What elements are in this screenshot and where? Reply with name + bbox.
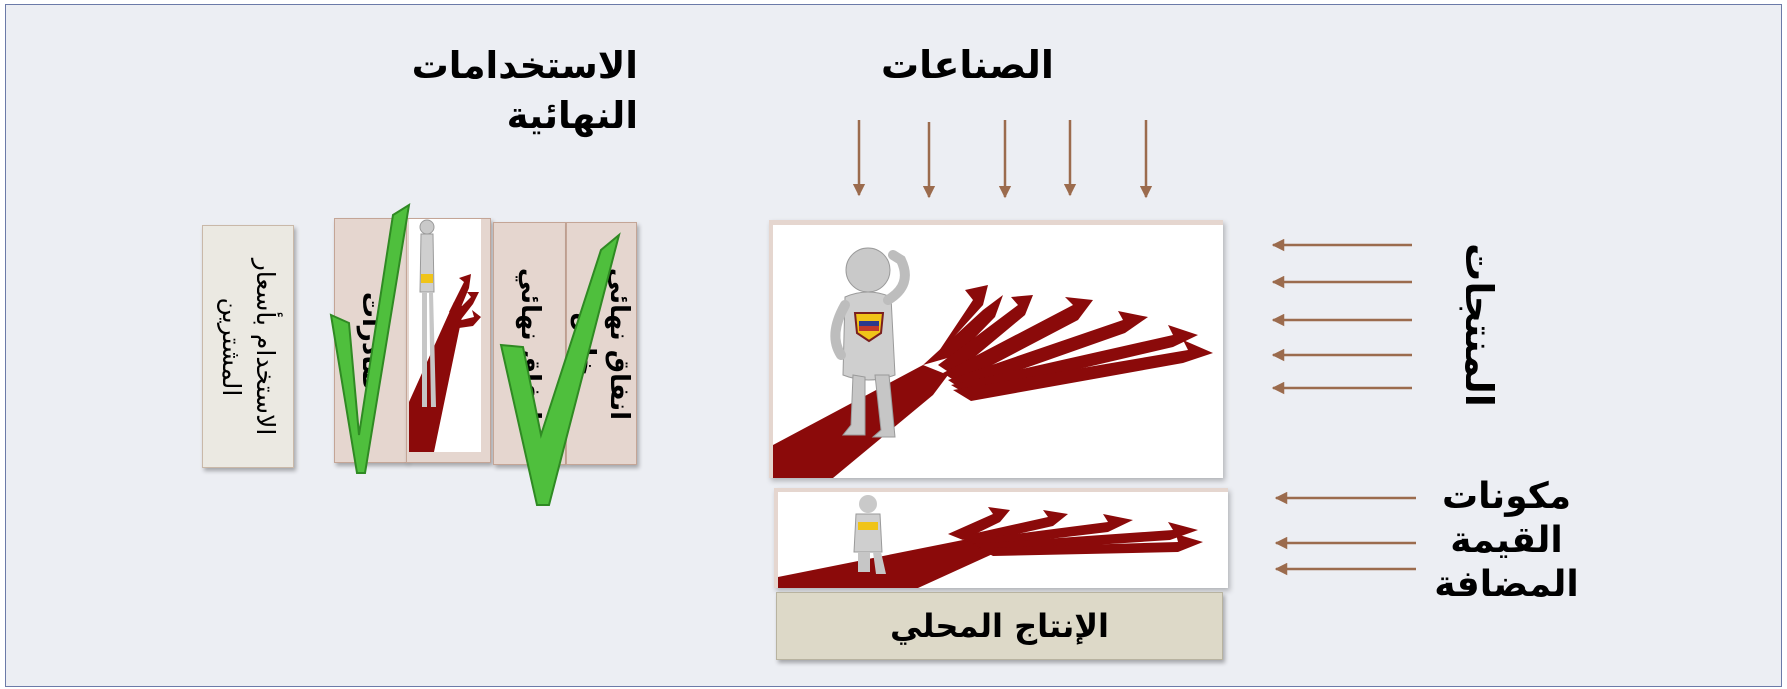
domestic-production-label: الإنتاج المحلي — [889, 607, 1110, 645]
crossroads-icon — [773, 247, 1213, 478]
final-use-column-label: الاستخدام بأسعار المشترين — [217, 258, 280, 435]
checkmark-icon — [329, 202, 411, 474]
value-added-line1: مكونات — [1441, 476, 1571, 517]
value-added-line2: القيمة — [1450, 520, 1563, 561]
final-use-column-exports-image — [406, 218, 491, 463]
value-added-heading: مكونات القيمة المضافة — [1424, 475, 1589, 607]
arrows-layer — [852, 120, 1416, 576]
industries-heading: الصناعات — [881, 43, 1054, 87]
final-uses-heading: الاستخدامات النهائية — [376, 41, 638, 141]
final-use-column-purchasers: الاستخدام بأسعار المشترين — [202, 225, 294, 468]
domestic-production-box: الإنتاج المحلي — [776, 592, 1223, 660]
checkmark-icon — [499, 232, 621, 506]
crossroads-image-large — [769, 220, 1223, 478]
final-uses-heading-line2: النهائية — [506, 94, 638, 137]
crossroads-icon — [409, 219, 481, 452]
thinking-figure-icon — [830, 247, 910, 438]
slide: الصناعات الاستخدامات النهائية المنتجات م… — [5, 4, 1782, 687]
crossroads-icon — [778, 495, 1203, 588]
value-added-line3: المضافة — [1434, 564, 1579, 605]
final-uses-heading-line1: الاستخدامات — [411, 44, 638, 87]
crossroads-image-small — [774, 488, 1228, 588]
crossroads-thumb — [409, 219, 481, 452]
